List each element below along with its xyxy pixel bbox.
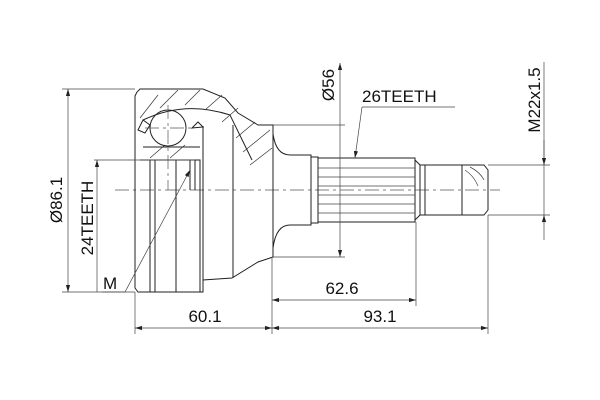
section-hatching xyxy=(139,89,273,166)
dim-thread: M22x1.5 xyxy=(488,62,550,240)
dim-outer-teeth: 26TEETH xyxy=(353,87,455,159)
stub-shaft xyxy=(272,133,489,249)
dim-seal-diameter: Ø56 xyxy=(273,63,345,258)
dim-lengths: 60.1 62.6 93.1 xyxy=(134,215,489,334)
bell-housing xyxy=(134,88,274,293)
length-shaft-label: 93.1 xyxy=(363,307,396,326)
thread-label: M22x1.5 xyxy=(525,67,544,132)
length-spline-label: 62.6 xyxy=(325,279,358,298)
marker-m-label: M xyxy=(103,274,117,293)
dim-inner-teeth: 24TEETH xyxy=(78,159,195,292)
outer-teeth-label: 26TEETH xyxy=(362,87,437,106)
seal-diameter-label: Ø56 xyxy=(319,69,338,101)
spline-teeth xyxy=(318,167,415,214)
inner-teeth-label: 24TEETH xyxy=(78,181,97,256)
length-body-label: 60.1 xyxy=(188,307,221,326)
outer-diameter-label: Ø86.1 xyxy=(47,177,66,223)
marker-m: M xyxy=(102,169,191,293)
